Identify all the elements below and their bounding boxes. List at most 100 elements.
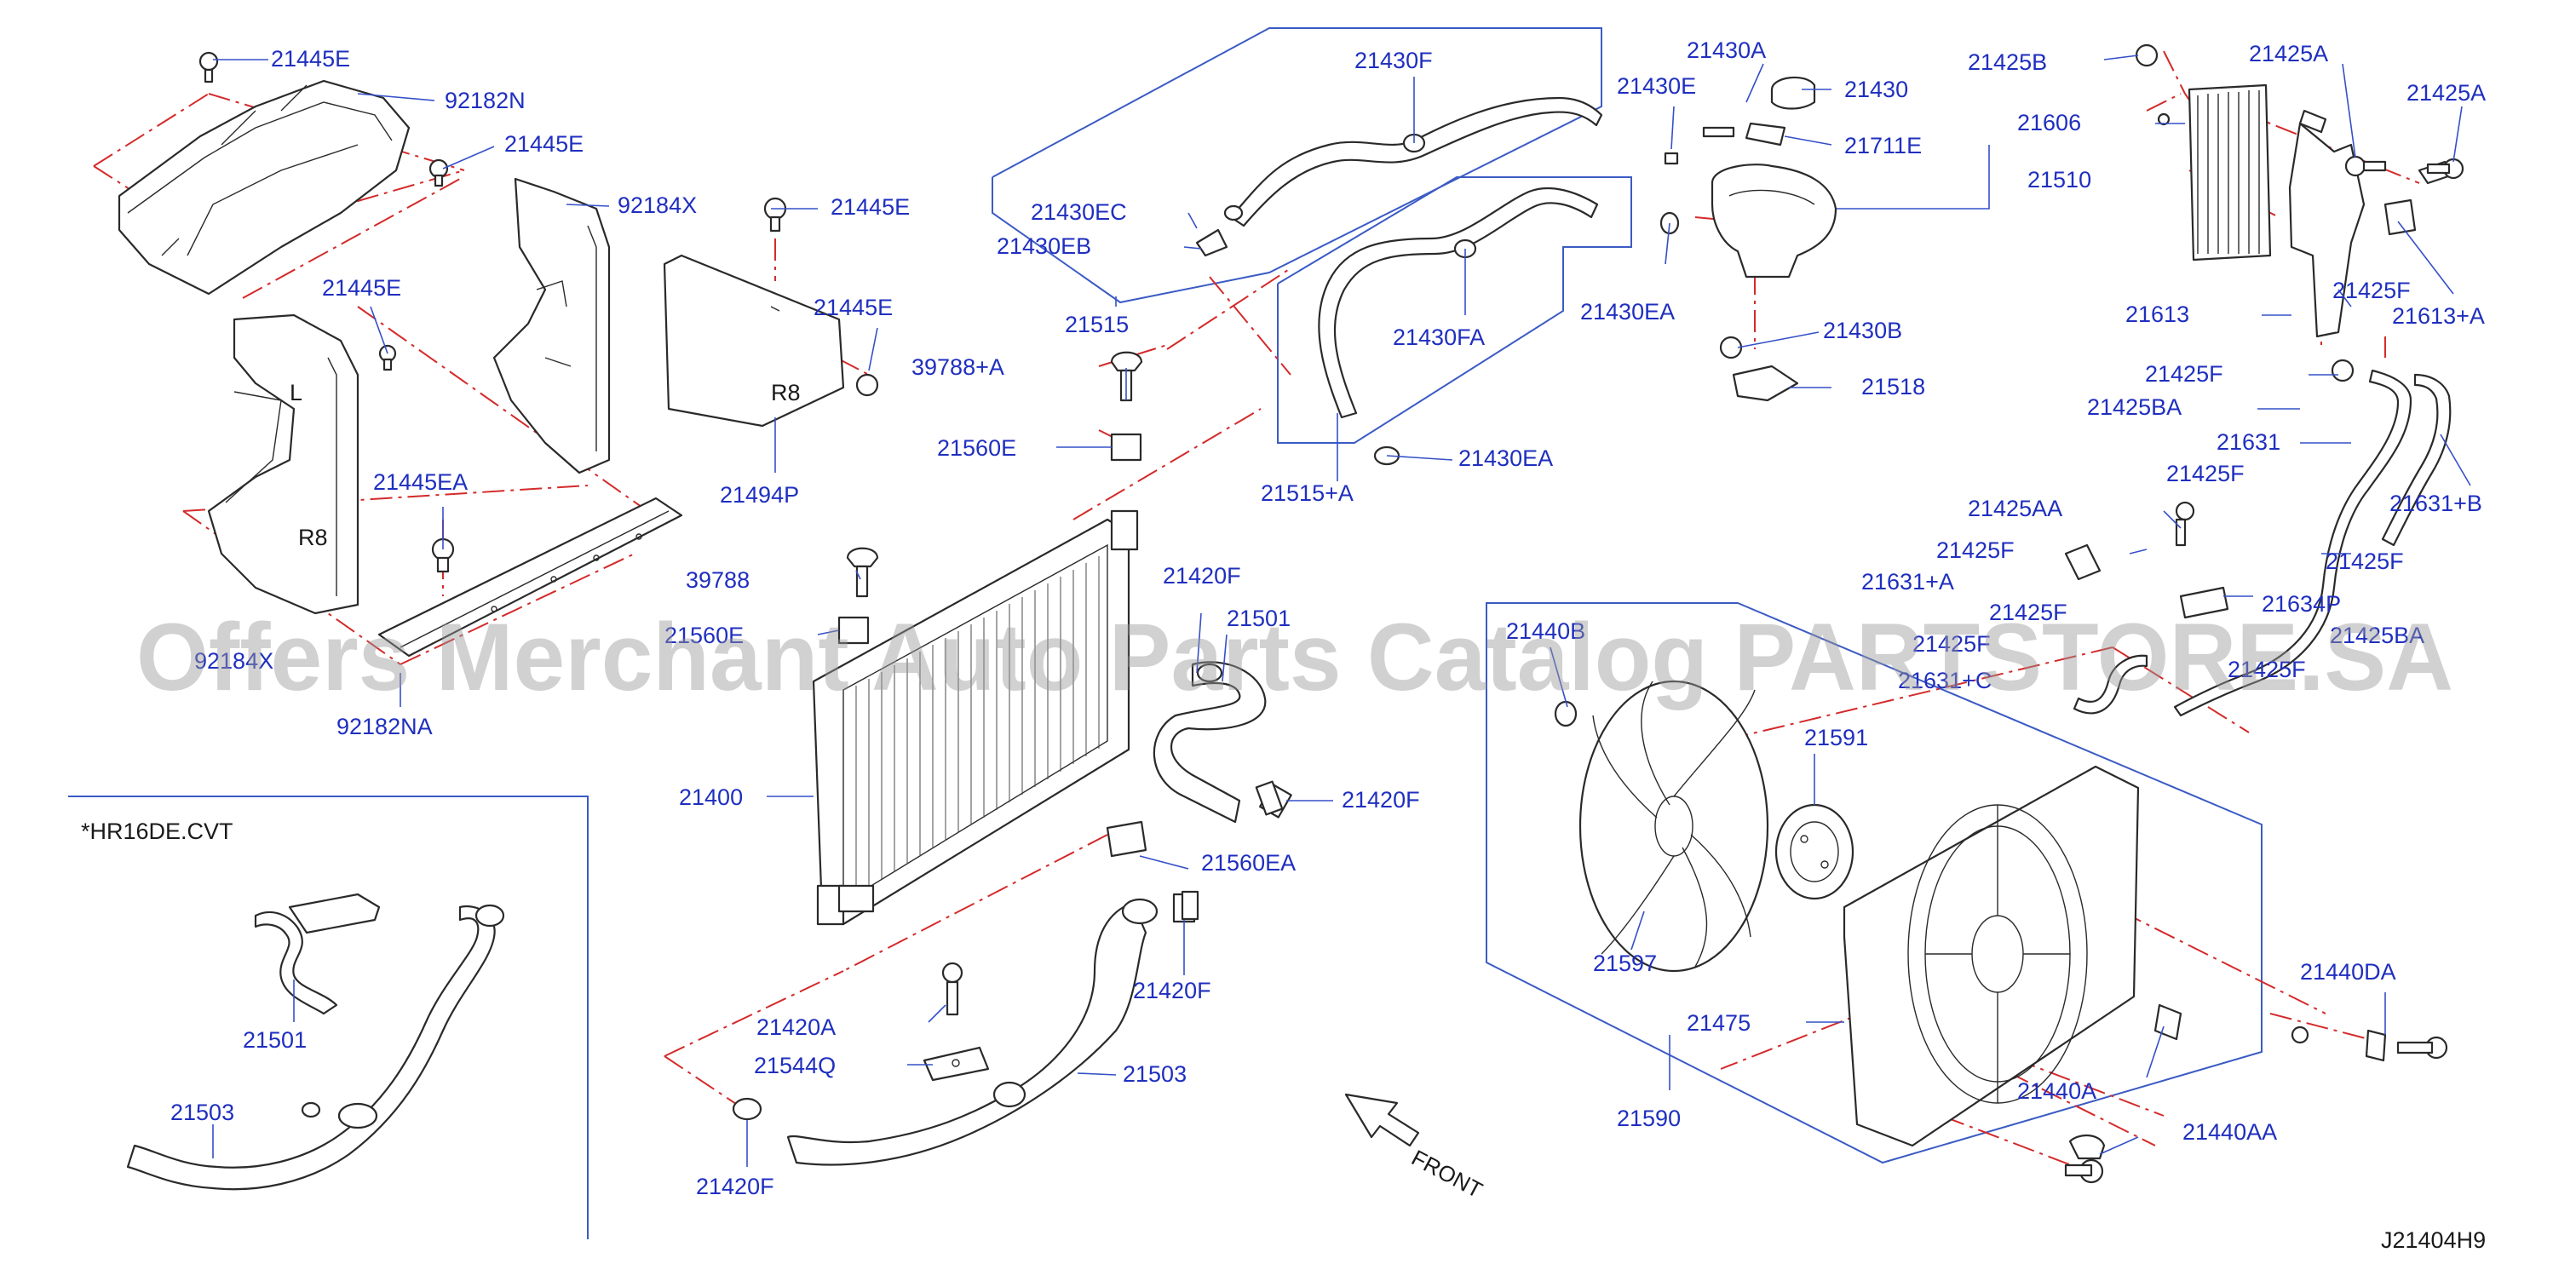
label-21425f-c[interactable]: 21425F [2166, 461, 2245, 486]
label-21518[interactable]: 21518 [1861, 374, 1925, 399]
label-21440da[interactable]: 21440DA [2300, 959, 2396, 985]
cvt-oil-cooler-hoses-part [2064, 369, 2452, 717]
label-21711e[interactable]: 21711E [1844, 133, 1922, 158]
reservoir-hose-21515-part [1195, 96, 1603, 257]
label-21430fa[interactable]: 21430FA [1393, 325, 1485, 350]
label-21445e-b[interactable]: 21445E [504, 131, 584, 157]
label-21475[interactable]: 21475 [1687, 1010, 1751, 1036]
label-21425f-b[interactable]: 21425F [2145, 361, 2223, 387]
hose-clamps [732, 780, 1284, 1121]
label-21560ea[interactable]: 21560EA [1201, 850, 1296, 876]
label-21420f-a[interactable]: 21420F [1163, 563, 1241, 589]
label-21420f-b[interactable]: 21420F [1342, 787, 1420, 813]
label-21425ba-b[interactable]: 21425BA [2330, 623, 2424, 648]
label-21425f-h[interactable]: 21425F [2228, 657, 2306, 682]
label-21544q[interactable]: 21544Q [754, 1053, 836, 1078]
label-21430a[interactable]: 21430A [1687, 37, 1766, 63]
label-21430b[interactable]: 21430B [1823, 318, 1902, 343]
air-guide-left-part: L R8 [207, 313, 359, 615]
label-21430e[interactable]: 21430E [1617, 73, 1696, 99]
label-21420f-d[interactable]: 21420F [696, 1174, 774, 1199]
label-21430eb[interactable]: 21430EB [997, 233, 1091, 259]
group-outlines [68, 27, 2263, 1239]
label-21445e-a[interactable]: 21445E [271, 46, 350, 72]
front-direction-arrow [1344, 1093, 1420, 1147]
svg-text:L: L [290, 380, 302, 405]
label-92182na[interactable]: 92182NA [336, 714, 433, 739]
reservoir-hose-21515a-part [1318, 187, 1680, 466]
label-21420a[interactable]: 21420A [756, 1014, 836, 1040]
leader-lines [212, 55, 2471, 1167]
label-21400[interactable]: 21400 [679, 784, 743, 810]
svg-text:R8: R8 [298, 525, 328, 550]
variant-box [68, 796, 589, 1239]
label-21631-a[interactable]: 21631+A [1861, 569, 1954, 595]
label-21631-c[interactable]: 21631+C [1898, 668, 1992, 693]
label-21613-a[interactable]: 21613+A [2392, 303, 2485, 329]
air-guide-lower-part [377, 497, 683, 658]
label-21425a-a[interactable]: 21425A [2249, 41, 2328, 66]
label-21445e-c[interactable]: 21445E [831, 194, 910, 220]
svg-text:R8: R8 [771, 380, 801, 405]
label-21501[interactable]: 21501 [1227, 606, 1291, 631]
radiator-core-part [812, 509, 1139, 926]
label-21634p[interactable]: 21634P [2262, 591, 2341, 617]
label-21445e-d[interactable]: 21445E [322, 275, 401, 301]
label-21631-b[interactable]: 21631+B [2389, 491, 2482, 516]
label-21425aa[interactable]: 21425AA [1968, 496, 2062, 521]
label-variant-21503[interactable]: 21503 [170, 1100, 234, 1125]
parts: L R8 R8 [118, 43, 2464, 1191]
group-outline-21590 [1486, 602, 2263, 1164]
label-21560e-a[interactable]: 21560E [937, 435, 1016, 461]
label-21425f-f[interactable]: 21425F [1989, 600, 2067, 625]
label-21606[interactable]: 21606 [2017, 110, 2081, 135]
cvt-oil-cooler-part [2135, 43, 2455, 338]
label-92184x-b[interactable]: 92184X [194, 648, 273, 674]
watermark-text: Offers Merchant Auto Parts Catalog PARTS… [136, 604, 2453, 710]
label-21597[interactable]: 21597 [1593, 951, 1657, 976]
label-21631[interactable]: 21631 [2217, 429, 2280, 455]
part-labels: 21445E 92182N 21445E 92184X 21445E 21445… [170, 37, 2486, 1199]
label-21425f-g[interactable]: 21425F [1912, 631, 1991, 657]
variant-note: *HR16DE.CVT [81, 819, 233, 844]
fan-motor-part [1774, 803, 1854, 900]
label-92184x-a[interactable]: 92184X [618, 192, 697, 218]
label-21430ec[interactable]: 21430EC [1031, 199, 1127, 225]
label-21420f-c[interactable]: 21420F [1133, 978, 1211, 1003]
label-21425ba-a[interactable]: 21425BA [2087, 394, 2182, 420]
label-21613[interactable]: 21613 [2125, 302, 2189, 327]
label-21425b[interactable]: 21425B [1968, 49, 2047, 75]
label-21503[interactable]: 21503 [1123, 1061, 1187, 1087]
label-21445e-e[interactable]: 21445E [814, 295, 893, 320]
label-92182n[interactable]: 92182N [445, 88, 526, 113]
label-21440aa[interactable]: 21440AA [2182, 1119, 2277, 1145]
label-21430f[interactable]: 21430F [1354, 48, 1433, 73]
label-21440b[interactable]: 21440B [1506, 618, 1585, 644]
label-21425a-b[interactable]: 21425A [2406, 80, 2486, 106]
label-21591[interactable]: 21591 [1804, 725, 1868, 750]
air-guide-upper-part [118, 79, 411, 296]
label-21425f-d[interactable]: 21425F [1936, 537, 2015, 563]
cooling-fan-part [1554, 680, 1769, 973]
group-bracket-21510 [1836, 145, 1990, 210]
label-21430ea-b[interactable]: 21430EA [1580, 299, 1675, 325]
label-39788[interactable]: 39788 [686, 567, 750, 593]
variant-hoses-part [126, 893, 505, 1191]
label-21494p[interactable]: 21494P [720, 482, 799, 508]
label-21445ea[interactable]: 21445EA [373, 469, 468, 495]
label-21510[interactable]: 21510 [2027, 167, 2091, 192]
label-21430[interactable]: 21430 [1844, 77, 1908, 102]
label-21560e-b[interactable]: 21560E [664, 623, 744, 648]
label-21590[interactable]: 21590 [1617, 1106, 1681, 1131]
front-direction-label: FRONT [1407, 1145, 1486, 1204]
label-21430ea-a[interactable]: 21430EA [1458, 445, 1553, 471]
label-21440a[interactable]: 21440A [2017, 1078, 2096, 1104]
group-outline-21515-a [1277, 176, 1632, 444]
label-21425f-e[interactable]: 21425F [2326, 549, 2404, 574]
label-variant-21501[interactable]: 21501 [243, 1027, 307, 1053]
label-39788-a[interactable]: 39788+A [911, 354, 1004, 380]
label-21515-a[interactable]: 21515+A [1261, 480, 1354, 506]
label-21425f-a[interactable]: 21425F [2332, 278, 2411, 303]
label-21515[interactable]: 21515 [1065, 312, 1129, 337]
